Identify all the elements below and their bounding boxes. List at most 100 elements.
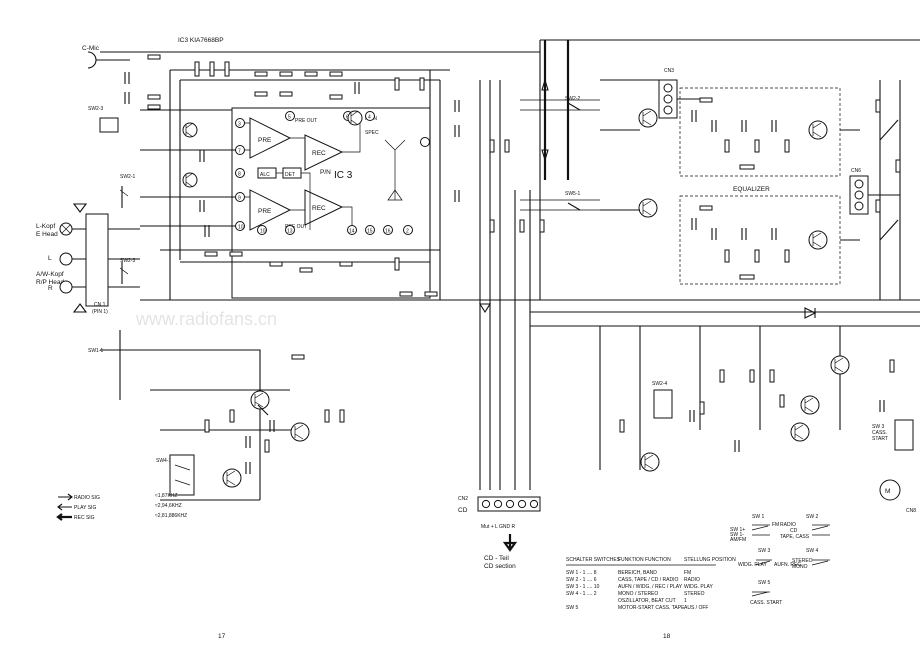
motor-symbol — [879, 479, 901, 501]
ic-title: IC3 KIA7668BP — [178, 37, 224, 44]
svg-text:TAPE, CASS: TAPE, CASS — [780, 534, 810, 540]
svg-text:4: 4 — [368, 115, 371, 121]
signal-legend: RADIO SIG PLAY SIG REC SIG — [56, 493, 100, 521]
svg-text:SW 3: SW 3 — [758, 548, 770, 554]
svg-text:WIDG. PLAY: WIDG. PLAY — [684, 584, 713, 590]
th-position: STELLUNG POSITION — [684, 557, 736, 563]
rec-amp-top — [304, 134, 344, 171]
sw41-switch — [169, 454, 195, 496]
head-l-symbol — [59, 252, 73, 266]
th-function: FUNKTION FUNCTION — [618, 557, 671, 563]
svg-text:WIDG. PLAY: WIDG. PLAY — [738, 562, 767, 568]
l-label: L — [48, 255, 52, 262]
pn-label: P/N — [320, 169, 331, 176]
mic-symbol — [87, 51, 97, 69]
svg-text:M: M — [885, 488, 890, 495]
cn2-label: CN2 — [458, 496, 468, 502]
sw3-cass-1: SW 3 — [872, 424, 884, 430]
page-number-right: 18 — [663, 633, 671, 640]
watermark: www.radiofans.cn — [135, 309, 277, 329]
det-label: DET — [285, 172, 295, 178]
head-r-symbol — [59, 280, 73, 294]
pre-bottom-label: PRE — [258, 208, 272, 215]
sw21-label: SW2-1 — [120, 174, 136, 180]
svg-text:9: 9 — [238, 196, 241, 202]
resistors-left — [147, 54, 545, 297]
svg-text:AUS / OFF: AUS / OFF — [684, 605, 708, 611]
svg-text:STEREO: STEREO — [684, 591, 705, 597]
cd-bus — [479, 80, 531, 490]
th-switches: SCHALTER SWITCHES — [566, 557, 621, 563]
osc-freq-3: ≈2,81,886KHZ — [155, 513, 187, 519]
mid-right-transistors — [640, 355, 850, 472]
spec-label: SPEC — [365, 130, 379, 136]
svg-text:SW 1+: SW 1+ — [730, 527, 745, 533]
svg-text:5: 5 — [288, 115, 291, 121]
svg-text:8: 8 — [238, 172, 241, 178]
cn1-pin: (PIN 1) — [92, 309, 108, 315]
cn3-label: CN3 — [664, 68, 674, 74]
svg-text:2: 2 — [406, 229, 409, 235]
diode-internal — [384, 139, 406, 201]
alc-label: ALC — [260, 172, 270, 178]
eq-transistors — [638, 108, 828, 250]
eq-passives — [691, 97, 790, 280]
svg-text:RADIO: RADIO — [684, 577, 700, 583]
mid-right-passives — [619, 359, 895, 452]
osc-freq-2: ≈2,94,6KHZ — [155, 503, 182, 509]
ic3-label: IC 3 — [334, 170, 353, 181]
oscillator-transistors — [222, 390, 310, 488]
mid-rails — [440, 299, 920, 327]
svg-text:10: 10 — [238, 225, 244, 231]
svg-text:15: 15 — [367, 229, 373, 235]
eq-top-block — [679, 87, 841, 177]
svg-text:SW 1 - 1 .... 8: SW 1 - 1 .... 8 — [566, 570, 597, 576]
awkopf-label: A/W-Kopf — [36, 271, 64, 278]
cn8-label: CN8 — [906, 508, 916, 514]
sw51-label: SW5-1 — [565, 191, 581, 197]
cd-title: CD - Teil — [484, 555, 509, 562]
transistors-left — [182, 110, 363, 188]
rec-bottom-label: REC — [312, 205, 326, 212]
svg-text:AUFN / WIDG. / REC / PLAY: AUFN / WIDG. / REC / PLAY — [618, 584, 683, 590]
cn1-connector — [85, 213, 109, 307]
pre-top-label: PRE — [258, 137, 272, 144]
cd-subtitle: CD section — [484, 563, 516, 570]
svg-text:SW 2: SW 2 — [806, 514, 818, 520]
svg-text:MONO: MONO — [792, 564, 808, 570]
svg-text:STEREO: STEREO — [792, 558, 813, 564]
lkopf-label: L-Kopf — [36, 223, 55, 230]
equalizer-label: EQUALIZER — [733, 186, 770, 193]
cd-connector-pins — [481, 499, 539, 509]
svg-text:10: 10 — [260, 229, 266, 235]
preout-bottom: PRE OUT — [285, 224, 307, 230]
rec-top-label: REC — [312, 150, 326, 157]
diodes — [479, 303, 817, 319]
switch-icons: SW 1 FM SW 1+ SW 1- AM/FM SW 2 RADIO CD … — [730, 514, 830, 606]
sw41-label: SW4-1 — [156, 458, 172, 464]
svg-text:FM: FM — [684, 570, 691, 576]
svg-text:16: 16 — [385, 229, 391, 235]
sw23a-label: SW2-3 — [88, 106, 104, 112]
r-label: R — [48, 285, 53, 292]
preout-top: PRE OUT — [295, 118, 317, 124]
sw22-label: SW2-2 — [565, 96, 581, 102]
svg-text:MONO / STEREO: MONO / STEREO — [618, 591, 658, 597]
switch-table: SCHALTER SWITCHES FUNKTION FUNCTION STEL… — [566, 557, 736, 611]
cmic-label: C-Mic — [82, 45, 100, 52]
svg-text:13: 13 — [287, 229, 293, 235]
svg-text:CASS. START: CASS. START — [750, 600, 782, 606]
cn1-label: CN 1 — [94, 302, 106, 308]
cd-label: CD — [458, 507, 468, 514]
sw24-label: SW2-4 — [652, 381, 668, 387]
svg-text:CD: CD — [790, 528, 798, 534]
svg-text:SW 2 - 1 .... 6: SW 2 - 1 .... 6 — [566, 577, 597, 583]
right-edge-passives — [875, 99, 901, 213]
svg-text:SW 5: SW 5 — [758, 580, 770, 586]
svg-text:3: 3 — [238, 122, 241, 128]
svg-text:AUFN. REC: AUFN. REC — [774, 562, 801, 568]
svg-text:SW 4 - 1 .... 2: SW 4 - 1 .... 2 — [566, 591, 597, 597]
capacitors-left — [124, 72, 460, 237]
ehead-label: E Head — [36, 231, 58, 238]
